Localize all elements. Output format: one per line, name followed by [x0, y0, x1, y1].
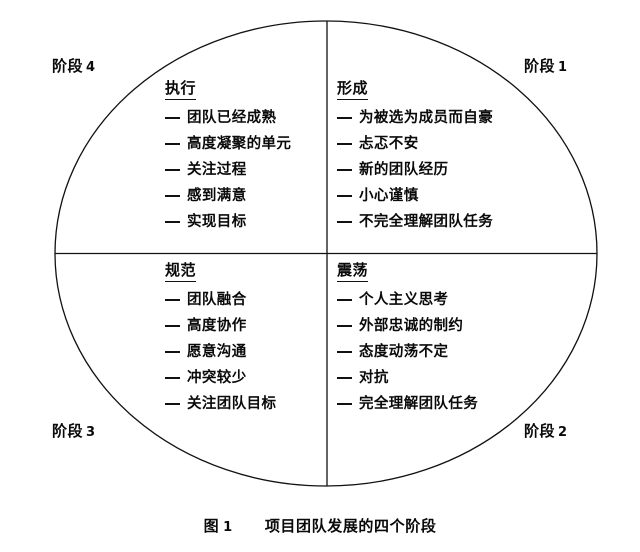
dash-icon [165, 117, 180, 119]
quadrant-storming: 震荡 个人主义思考 外部忠诚的制约 态度动荡不定 对抗 完全理解团队任务 [337, 260, 587, 417]
list-item-label: 完全理解团队任务 [359, 396, 479, 412]
stage-label-4-number: 4 [86, 60, 96, 75]
caption-number: 1 [223, 520, 233, 535]
list-item: 关注团队目标 [165, 391, 415, 417]
dash-icon [337, 195, 352, 197]
list-item: 实现目标 [165, 209, 415, 235]
list-item: 完全理解团队任务 [337, 391, 587, 417]
list-item: 忐忑不安 [337, 131, 587, 157]
dash-icon [165, 169, 180, 171]
list-item: 冲突较少 [165, 365, 415, 391]
stage-label-1-text: 阶段 [524, 57, 556, 75]
quadrant-storming-list: 个人主义思考 外部忠诚的制约 态度动荡不定 对抗 完全理解团队任务 [337, 287, 587, 417]
list-item: 不完全理解团队任务 [337, 209, 587, 235]
dash-icon [165, 195, 180, 197]
list-item: 个人主义思考 [337, 287, 587, 313]
quadrant-norming-list: 团队融合 高度协作 愿意沟通 冲突较少 关注团队目标 [165, 287, 415, 417]
list-item-label: 新的团队经历 [359, 162, 449, 178]
list-item: 为被选为成员而自豪 [337, 105, 587, 131]
list-item: 关注过程 [165, 157, 415, 183]
stage-label-3-number: 3 [86, 425, 96, 440]
caption-prefix: 图 [203, 517, 220, 535]
list-item-label: 愿意沟通 [187, 344, 247, 360]
list-item: 高度凝聚的单元 [165, 131, 415, 157]
list-item-label: 高度凝聚的单元 [187, 136, 292, 152]
dash-icon [337, 325, 352, 327]
stage-label-1-number: 1 [558, 60, 568, 75]
caption-text: 项目团队发展的四个阶段 [264, 517, 437, 535]
list-item-label: 感到满意 [187, 188, 247, 204]
list-item-label: 高度协作 [187, 318, 247, 334]
list-item-label: 对抗 [359, 370, 389, 386]
list-item-label: 忐忑不安 [359, 136, 419, 152]
dash-icon [165, 221, 180, 223]
list-item-label: 关注过程 [187, 162, 247, 178]
dash-icon [337, 143, 352, 145]
dash-icon [337, 221, 352, 223]
list-item-label: 为被选为成员而自豪 [359, 110, 494, 126]
list-item: 高度协作 [165, 313, 415, 339]
quadrant-forming-list: 为被选为成员而自豪 忐忑不安 新的团队经历 小心谨慎 不完全理解团队任务 [337, 105, 587, 235]
dash-icon [165, 377, 180, 379]
dash-icon [337, 351, 352, 353]
dash-icon [337, 377, 352, 379]
quadrant-forming-title: 形成 [337, 79, 369, 100]
list-item-label: 个人主义思考 [359, 292, 449, 308]
stage-label-3-text: 阶段 [52, 422, 84, 440]
dash-icon [165, 325, 180, 327]
list-item-label: 冲突较少 [187, 370, 247, 386]
list-item: 新的团队经历 [337, 157, 587, 183]
list-item-label: 团队已经成熟 [187, 110, 277, 126]
dash-icon [337, 169, 352, 171]
list-item-label: 实现目标 [187, 214, 247, 230]
dash-icon [165, 351, 180, 353]
list-item: 团队融合 [165, 287, 415, 313]
list-item-label: 态度动荡不定 [359, 344, 449, 360]
quadrant-performing: 执行 团队已经成熟 高度凝聚的单元 关注过程 感到满意 实现目标 [165, 78, 415, 235]
quadrant-forming: 形成 为被选为成员而自豪 忐忑不安 新的团队经历 小心谨慎 不完全理解团队任务 [337, 78, 587, 235]
dash-icon [165, 143, 180, 145]
dash-icon [165, 403, 180, 405]
list-item: 外部忠诚的制约 [337, 313, 587, 339]
stage-label-2-text: 阶段 [524, 422, 556, 440]
list-item: 感到满意 [165, 183, 415, 209]
quadrant-performing-list: 团队已经成熟 高度凝聚的单元 关注过程 感到满意 实现目标 [165, 105, 415, 235]
dash-icon [165, 299, 180, 301]
dash-icon [337, 299, 352, 301]
list-item: 愿意沟通 [165, 339, 415, 365]
list-item-label: 小心谨慎 [359, 188, 419, 204]
dash-icon [337, 117, 352, 119]
list-item: 团队已经成熟 [165, 105, 415, 131]
quadrant-norming: 规范 团队融合 高度协作 愿意沟通 冲突较少 关注团队目标 [165, 260, 415, 417]
list-item-label: 外部忠诚的制约 [359, 318, 464, 334]
stage-label-4-text: 阶段 [52, 57, 84, 75]
dash-icon [337, 403, 352, 405]
quadrant-storming-title: 震荡 [337, 261, 369, 282]
list-item-label: 团队融合 [187, 292, 247, 308]
list-item-label: 不完全理解团队任务 [359, 214, 494, 230]
stage-label-2-number: 2 [558, 425, 568, 440]
quadrant-performing-title: 执行 [165, 79, 197, 100]
list-item: 小心谨慎 [337, 183, 587, 209]
list-item: 对抗 [337, 365, 587, 391]
quadrant-norming-title: 规范 [165, 261, 197, 282]
list-item: 态度动荡不定 [337, 339, 587, 365]
list-item-label: 关注团队目标 [187, 396, 277, 412]
